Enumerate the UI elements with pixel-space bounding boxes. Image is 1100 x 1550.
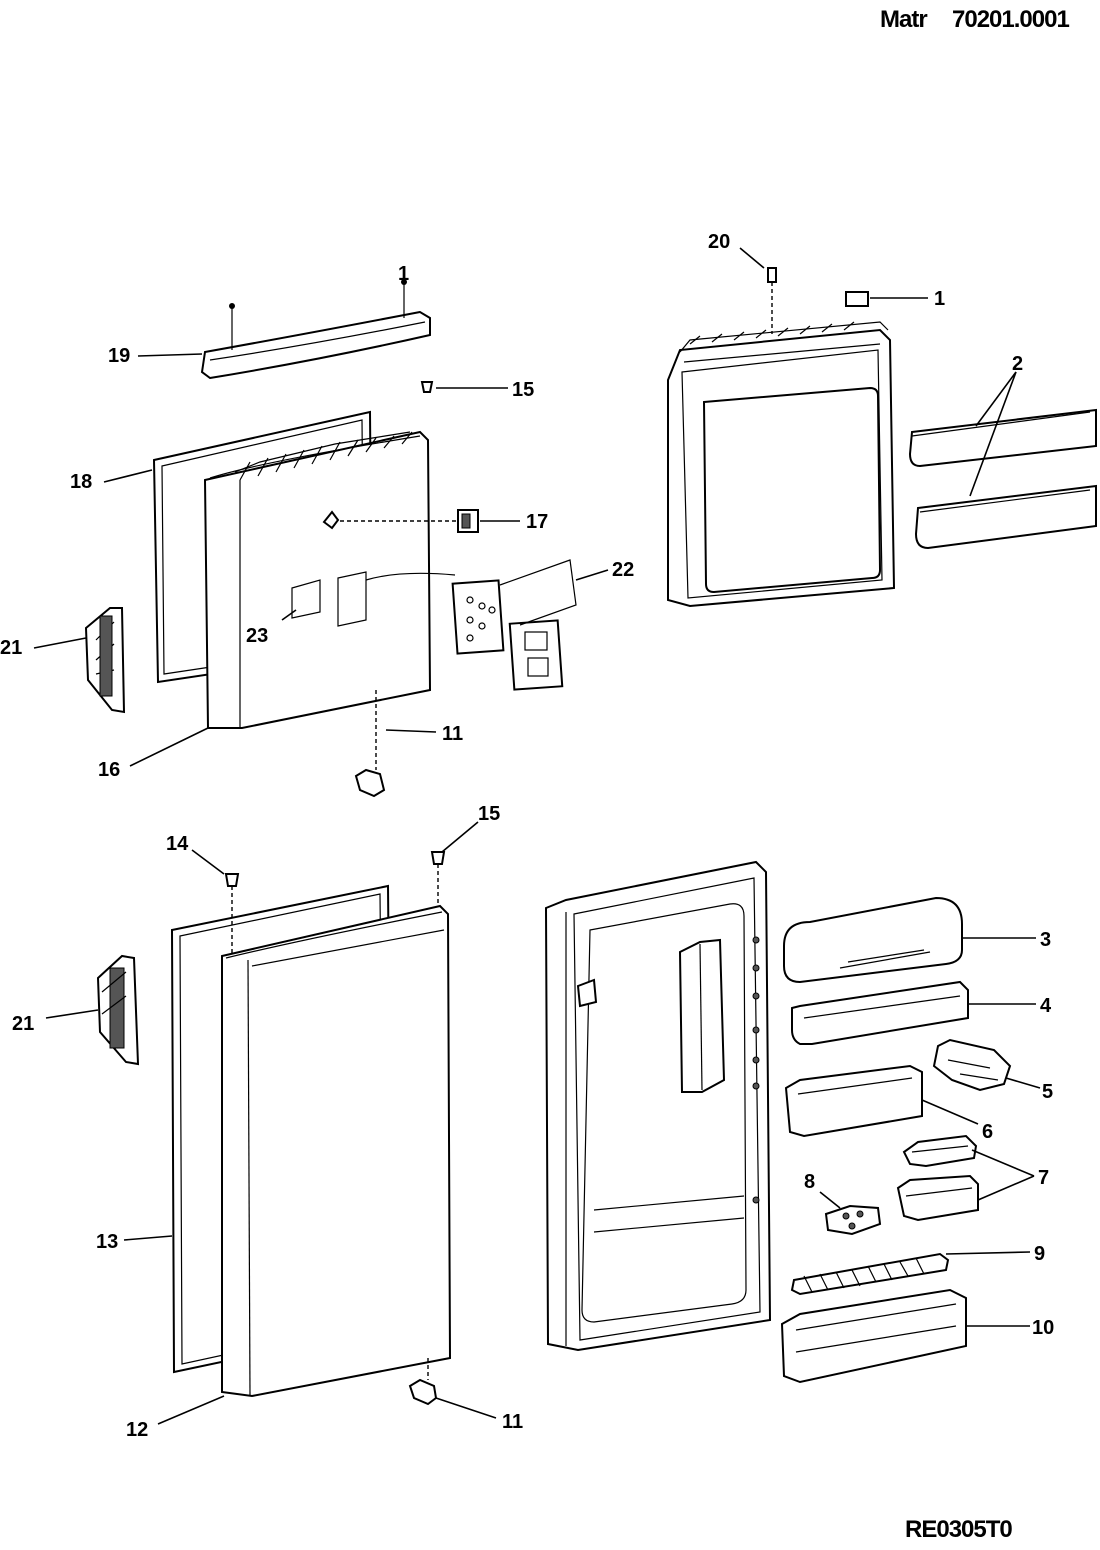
callout-3: 3	[1040, 929, 1051, 951]
callout-5: 5	[1042, 1081, 1053, 1103]
part-17-component	[322, 509, 479, 533]
freezer-door-assembly	[84, 279, 577, 798]
leader-lines	[33, 247, 1041, 1425]
callout-8: 8	[804, 1171, 815, 1193]
callout-20: 20	[708, 231, 730, 253]
callout-13: 13	[96, 1231, 118, 1253]
callout-22: 22	[612, 559, 634, 581]
drawing-code: RE0305T0	[905, 1516, 1013, 1543]
callout-14: 14	[166, 833, 189, 855]
door-handle-upper	[84, 607, 126, 714]
callout-19: 19	[108, 345, 130, 367]
freezer-inner-door	[667, 267, 896, 608]
callout-2: 2	[1012, 353, 1023, 375]
callout-11-upper: 11	[442, 723, 463, 745]
callout-9: 9	[1034, 1243, 1045, 1265]
callout-17: 17	[526, 511, 548, 533]
top-trim-cap	[200, 279, 431, 380]
fridge-inner-door	[544, 860, 772, 1352]
hinge-part-11-upper	[354, 690, 386, 798]
callout-7: 7	[1038, 1167, 1049, 1189]
callout-18: 18	[70, 471, 92, 493]
callout-1: 1	[934, 288, 945, 310]
control-board-part-22	[451, 559, 577, 691]
fridge-door-accessories	[780, 896, 1012, 1384]
callout-labels: 20 1 2 1 19 15 18 17 22 23 21 11 16 14 1…	[0, 231, 1054, 1441]
callout-15-lower: 15	[478, 803, 500, 825]
callout-1-left: 1	[398, 263, 409, 285]
matr-label: Matr	[880, 6, 928, 33]
callout-21-upper: 21	[0, 637, 22, 659]
callout-6: 6	[982, 1121, 993, 1143]
callout-10: 10	[1032, 1317, 1054, 1339]
freezer-door-body	[203, 430, 456, 729]
callout-4: 4	[1040, 995, 1052, 1017]
callout-12: 12	[126, 1419, 148, 1441]
callout-21-lower: 21	[12, 1013, 34, 1035]
freezer-door-bins	[908, 408, 1097, 550]
shelf-studs	[752, 936, 760, 1204]
matr-code: 70201.0001	[952, 6, 1070, 33]
screw-part-15-top	[420, 381, 434, 393]
callout-11-lower: 11	[502, 1411, 523, 1433]
fridge-door-assembly	[96, 851, 452, 1406]
callout-23: 23	[246, 625, 268, 647]
callout-16: 16	[98, 759, 120, 781]
callout-15-upper: 15	[512, 379, 534, 401]
